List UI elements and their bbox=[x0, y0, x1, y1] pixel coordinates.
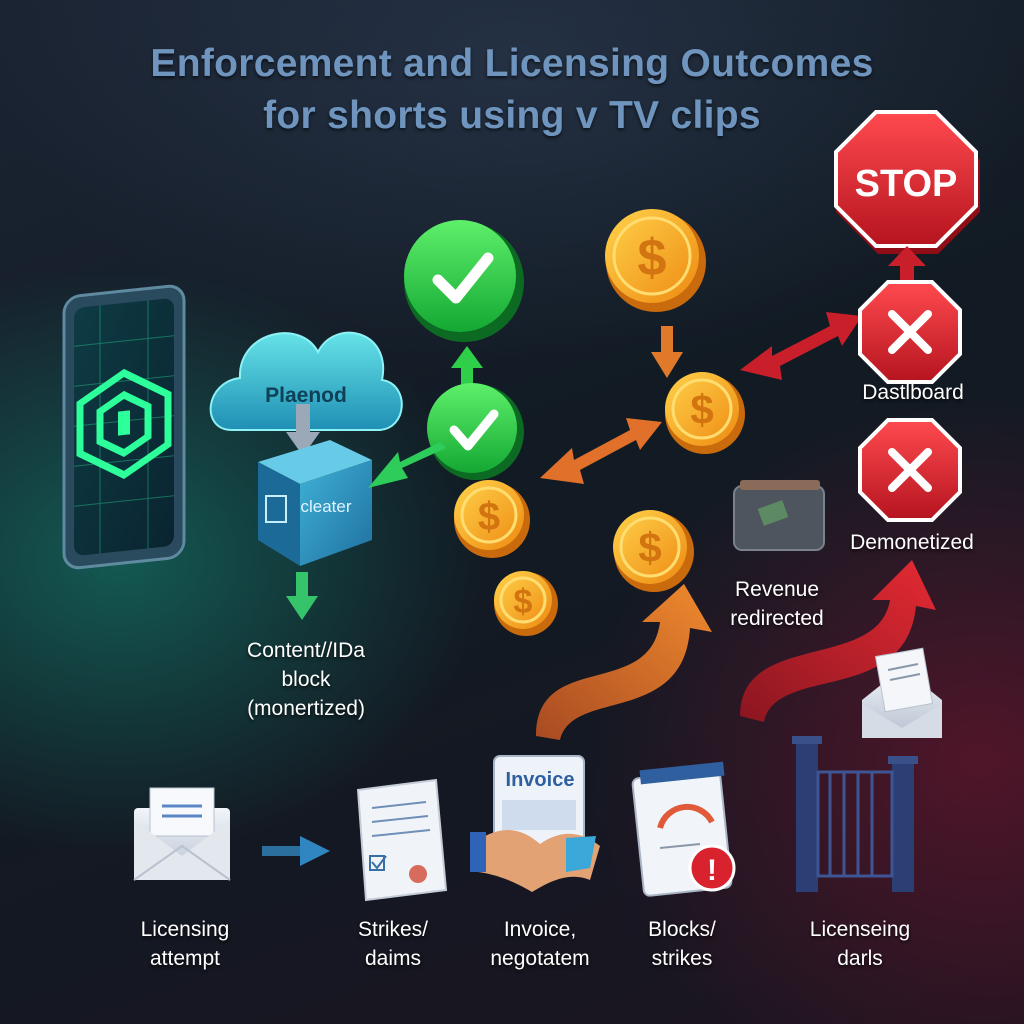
notepad-warning-icon: ! bbox=[631, 761, 736, 897]
svg-text:$: $ bbox=[478, 495, 500, 539]
document-icon bbox=[356, 778, 448, 902]
arrow-up-to-stop bbox=[888, 246, 926, 280]
check-circle-icon bbox=[427, 383, 524, 480]
invoice-handshake-icon bbox=[470, 755, 600, 892]
curved-arrow-red bbox=[740, 560, 936, 722]
coin-icon: $ bbox=[454, 480, 530, 558]
curved-arrow-orange bbox=[536, 584, 712, 740]
arrow-blue-right bbox=[262, 836, 330, 866]
cloud-icon bbox=[209, 331, 403, 431]
stop-sign-icon bbox=[834, 110, 980, 254]
cube-label: cleater bbox=[300, 497, 351, 516]
arrow-cloud-to-box bbox=[286, 404, 320, 456]
revenue-redirected-label: Revenue redirected bbox=[730, 578, 824, 630]
invoice-doc-label: Invoice bbox=[506, 769, 575, 791]
cloud-label: Plaenod bbox=[265, 384, 347, 407]
step-invoice-negotiate: Invoice, negotatem bbox=[490, 918, 590, 970]
coin-icon: $ bbox=[613, 510, 694, 592]
smartphone-icon bbox=[62, 284, 186, 570]
demonetized-label: Demonetized bbox=[850, 531, 974, 554]
check-circle-icon bbox=[404, 220, 524, 342]
gate-icon bbox=[792, 736, 918, 892]
coin-icon: $ bbox=[605, 209, 706, 312]
stop-sign-label: STOP bbox=[855, 163, 958, 205]
coin-icon: $ bbox=[494, 571, 558, 636]
svg-text:$: $ bbox=[514, 583, 533, 621]
double-arrow-orange bbox=[540, 418, 662, 484]
envelope-icon bbox=[133, 787, 231, 881]
arrow-coin-down bbox=[651, 326, 683, 378]
step-blocks-strikes: Blocks/ strikes bbox=[648, 918, 716, 970]
svg-text:$: $ bbox=[690, 386, 713, 433]
coin-icon: $ bbox=[665, 372, 745, 454]
arrow-box-down bbox=[286, 572, 318, 620]
svg-text:$: $ bbox=[638, 524, 661, 571]
title-line-2: for shorts using v TV clips bbox=[263, 94, 761, 137]
envelope-open-icon bbox=[862, 647, 942, 738]
cube-icon bbox=[258, 440, 372, 566]
step-licensing-attempt: Licensing attempt bbox=[140, 918, 230, 970]
dashboard-label: Dastlboard bbox=[862, 381, 964, 404]
step-strikes-claims: Strikes/ daims bbox=[357, 918, 428, 970]
svg-text:!: ! bbox=[707, 854, 717, 887]
x-octagon-icon bbox=[858, 280, 962, 384]
content-id-label: Content//IDa block (monertized) bbox=[247, 639, 365, 720]
double-arrow-red bbox=[740, 312, 862, 380]
wallet-icon bbox=[733, 480, 825, 551]
step-licensing-deals: Licenseing darls bbox=[809, 918, 911, 970]
arrow-check-to-box bbox=[368, 442, 446, 488]
arrow-up-to-check bbox=[451, 346, 483, 388]
title-line-1: Enforcement and Licensing Outcomes bbox=[150, 42, 874, 85]
x-octagon-icon bbox=[858, 418, 962, 522]
svg-text:$: $ bbox=[638, 229, 667, 287]
